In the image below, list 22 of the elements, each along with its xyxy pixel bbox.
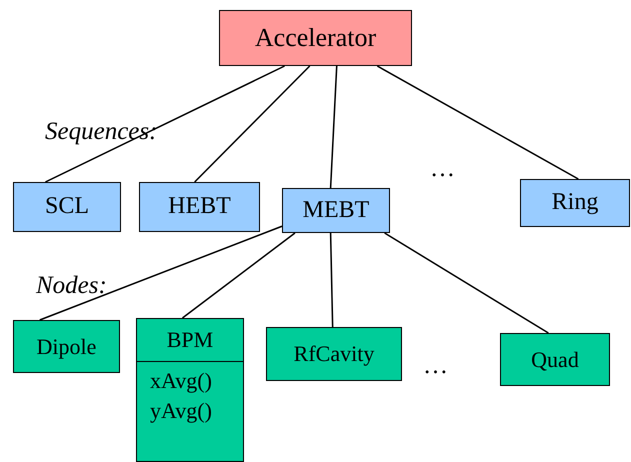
node-box: BPM <box>136 318 244 362</box>
section-heading: Sequences: <box>45 118 158 146</box>
sequence-box: MEBT <box>282 188 390 233</box>
connector-line <box>376 65 579 180</box>
connector-line <box>182 232 296 319</box>
connector-line <box>330 232 334 328</box>
ellipsis: … <box>423 352 448 380</box>
node-box: Dipole <box>13 320 120 373</box>
connector-line <box>194 65 310 183</box>
method-list-box: xAvg() yAvg() <box>136 361 244 462</box>
ellipsis: … <box>430 155 455 183</box>
connector-line <box>45 65 285 183</box>
root-box: Accelerator <box>219 10 412 66</box>
connector-line <box>330 66 338 188</box>
sequence-box: HEBT <box>139 182 260 232</box>
sequence-box: Ring <box>520 179 630 227</box>
section-heading: Nodes: <box>36 272 107 300</box>
connector-line <box>39 226 282 321</box>
node-box: RfCavity <box>266 327 402 381</box>
connector-line <box>384 232 549 334</box>
node-box: Quad <box>500 333 610 386</box>
sequence-box: SCL <box>13 182 121 232</box>
